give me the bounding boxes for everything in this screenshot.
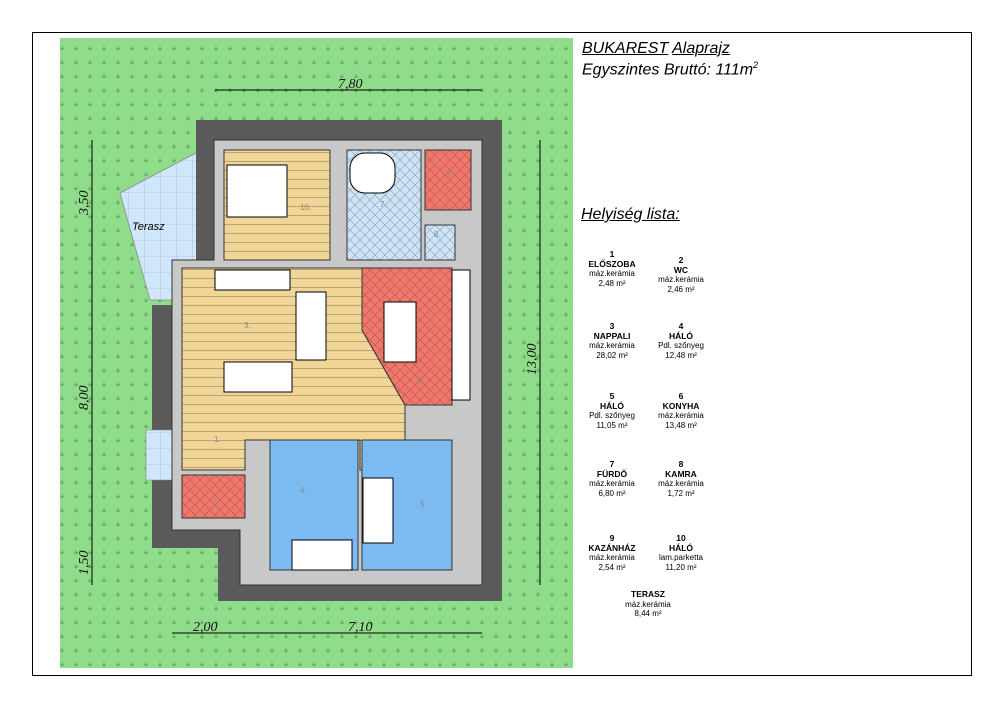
bathtub: [349, 152, 396, 194]
room-number: 5: [609, 391, 615, 401]
sofa-2: [223, 361, 293, 393]
room-floor: lam.parketta: [658, 553, 704, 562]
tag-2: 2.: [214, 499, 221, 508]
room-floor: máz.kerámia: [625, 599, 671, 609]
room-list-title: Helyiség lista:: [581, 206, 680, 223]
room-area: 2,48 m²: [598, 278, 626, 288]
dim-left-mid: 8,00: [77, 386, 92, 411]
room-floor: máz.kerámia: [658, 479, 704, 488]
room-tags: 1. 2. 3. 4. 5. 6. 7. 8. 9. 10.: [214, 170, 453, 509]
dim-left-top: 3,50: [77, 191, 92, 217]
room-number: 1: [609, 249, 615, 259]
room-floor: máz.kerámia: [589, 269, 635, 278]
room-floor: máz.kerámia: [589, 553, 635, 562]
terrace-label: Terasz: [132, 221, 165, 233]
room-name: KAZÁNHÁZ: [588, 542, 636, 553]
dim-top: 7,80: [338, 77, 363, 92]
tag-7: 7.: [380, 200, 387, 209]
room-area: 11,20 m²: [665, 562, 697, 572]
room-2: [181, 474, 246, 519]
room-area: 8,44 m²: [634, 609, 662, 618]
room-area: 2,54 m²: [598, 562, 626, 572]
tag-3: 3.: [244, 321, 251, 330]
room-area: 11,05 m²: [596, 420, 628, 430]
room-number: 2: [678, 255, 684, 265]
room-name: ELŐSZOBA: [588, 258, 636, 269]
tag-6: 6.: [418, 376, 425, 385]
room-9: [424, 149, 472, 211]
tag-10: 10.: [300, 203, 311, 212]
dim-bottom-left: 2,00: [193, 620, 218, 635]
terrace-small: [145, 429, 173, 481]
room-name: NAPPALI: [593, 330, 631, 341]
room-number: 10: [676, 533, 686, 543]
room-8: [424, 224, 456, 261]
tag-9: 9.: [446, 170, 453, 179]
room-floor: máz.kerámia: [658, 411, 704, 420]
room-area: 12,48 m²: [665, 350, 697, 360]
dim-bottom-right: 7,10: [348, 620, 373, 635]
room-floor: Pdl. szőnyeg: [658, 341, 704, 350]
room-floor: máz.kerámia: [589, 341, 635, 350]
room-area: 13,48 m²: [665, 420, 697, 430]
bed: [226, 164, 288, 218]
room-number: 6: [678, 391, 684, 401]
subtitle-sup: 2: [753, 60, 759, 70]
tag-1: 1.: [214, 435, 221, 444]
room-name: FÜRDŐ: [596, 468, 628, 479]
room-area: 1,72 m²: [667, 488, 695, 498]
room-floor: Pdl. szőnyeg: [589, 411, 635, 420]
plan-title: BUKAREST Alaprajz: [582, 40, 730, 58]
subtitle-text: Egyszintes Bruttó: 111m: [582, 61, 754, 79]
sofa: [295, 291, 327, 361]
room-floor: máz.kerámia: [589, 479, 635, 488]
bed-4: [291, 539, 353, 571]
room-name: HÁLÓ: [668, 330, 694, 341]
bed-5: [362, 477, 394, 544]
room-name: HÁLÓ: [668, 542, 694, 553]
room-area: 6,80 m²: [598, 488, 626, 498]
room-area: 2,46 m²: [667, 284, 695, 294]
room-number: 7: [609, 459, 615, 469]
room-name: WC: [673, 264, 689, 275]
dimension-lines: [91, 89, 541, 634]
room-number: 8: [678, 459, 684, 469]
room-number: 9: [609, 533, 615, 543]
room-number: 3: [609, 321, 615, 331]
tag-8: 8.: [434, 230, 441, 239]
room-name: KAMRA: [665, 468, 697, 479]
room-number: 4: [678, 321, 684, 331]
tag-5: 5.: [420, 500, 427, 509]
dining-table: [383, 301, 417, 363]
title-suffix: Alaprajz: [672, 40, 730, 57]
kitchen-counter: [451, 269, 471, 401]
room-name: HÁLÓ: [599, 400, 625, 411]
room-area: 28,02 m²: [596, 350, 628, 360]
tv-unit: [214, 269, 291, 291]
plan-subtitle: Egyszintes Bruttó: 111m2: [582, 60, 758, 79]
sheet-border: [32, 32, 972, 676]
room-floor: máz.kerámia: [658, 275, 704, 284]
room-5: [361, 439, 453, 571]
tag-4: 4.: [300, 486, 307, 495]
room-name: KONYHA: [662, 400, 700, 411]
dim-left-bottom: 1,50: [77, 551, 92, 576]
dim-right: 13,00: [525, 344, 540, 376]
title-name: BUKAREST: [582, 40, 669, 57]
room-name: TERASZ: [631, 589, 665, 599]
